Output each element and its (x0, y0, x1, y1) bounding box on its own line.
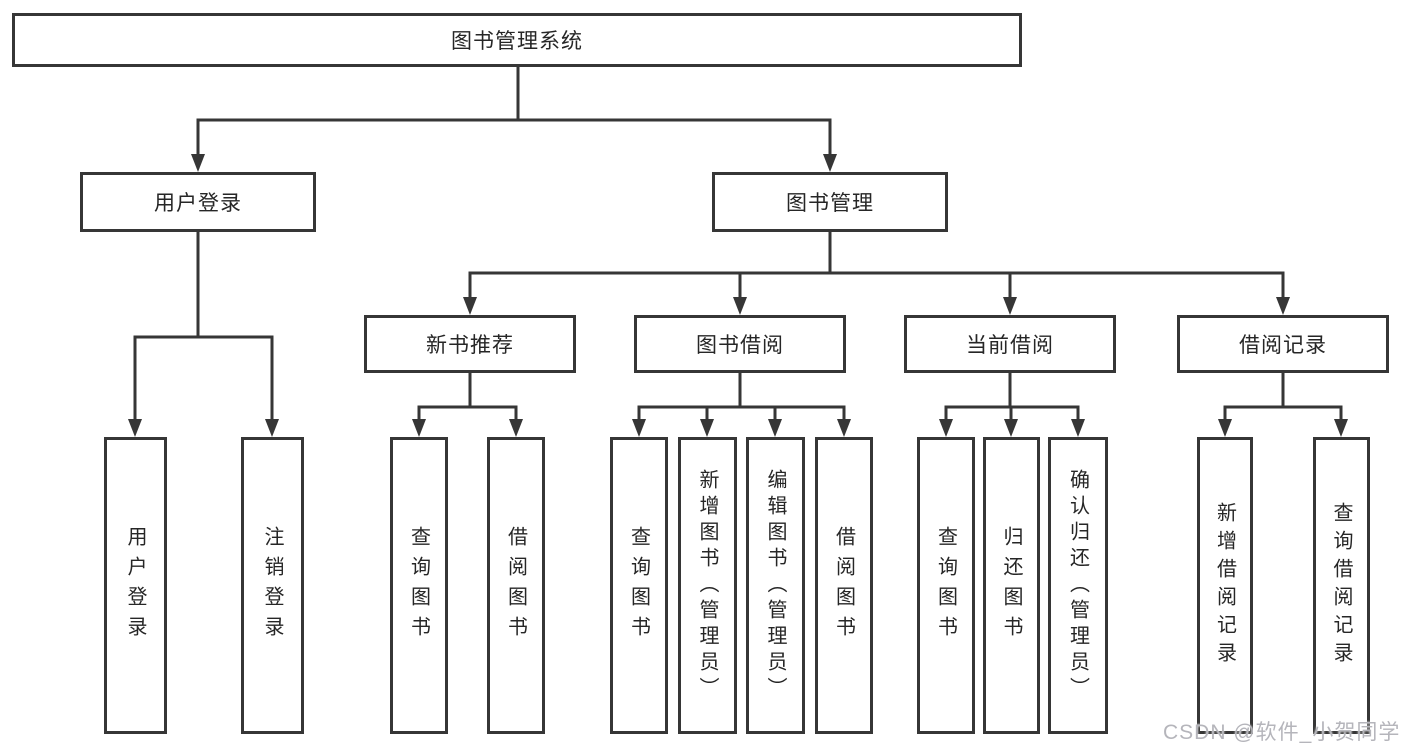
node-label: 当前借阅 (966, 334, 1054, 357)
node-label: 图书管理系统 (451, 30, 583, 53)
node-label: 图书借阅 (696, 334, 784, 357)
leaf-borrow-query: 查询图书 (610, 437, 668, 734)
watermark: CSDN @软件_小贺同学 (1163, 721, 1401, 744)
leaf-records-add: 新增借阅记录 (1197, 437, 1253, 734)
node-label: 借阅图书 (504, 525, 527, 646)
section-borrow-records: 借阅记录 (1177, 315, 1389, 373)
leaf-user-login: 用户登录 (104, 437, 167, 734)
node-label: 新增借阅记录 (1213, 501, 1236, 670)
leaf-current-confirm-admin: 确认归还（管理员） (1048, 437, 1108, 734)
section-new-book-recommend: 新书推荐 (364, 315, 576, 373)
node-label: 查询借阅记录 (1330, 501, 1352, 670)
node-label: 确认归还（管理员） (1066, 468, 1089, 703)
leaf-borrow-borrow: 借阅图书 (815, 437, 873, 734)
node-label: 用户登录 (154, 192, 242, 215)
node-label: 注销登录 (261, 525, 283, 646)
node-label: 查询图书 (934, 525, 957, 646)
node-label: 归还图书 (1000, 525, 1022, 646)
arrowhead-icons (128, 154, 1348, 437)
node-label: 查询图书 (627, 525, 650, 646)
section-book-borrow: 图书借阅 (634, 315, 846, 373)
leaf-borrow-edit-admin: 编辑图书（管理员） (746, 437, 805, 734)
leaf-current-return: 归还图书 (983, 437, 1040, 734)
leaf-current-query: 查询图书 (917, 437, 975, 734)
branch-book-management: 图书管理 (712, 172, 948, 232)
leaf-newbook-query: 查询图书 (390, 437, 448, 734)
node-label: 新增图书（管理员） (696, 468, 718, 703)
node-label: 用户登录 (124, 525, 146, 646)
leaf-logout: 注销登录 (241, 437, 304, 734)
node-label: 查询图书 (407, 525, 430, 646)
node-root: 图书管理系统 (12, 13, 1022, 67)
section-current-borrow: 当前借阅 (904, 315, 1116, 373)
node-label: 图书管理 (786, 192, 874, 215)
node-label: 借阅图书 (832, 525, 855, 646)
leaf-newbook-borrow: 借阅图书 (487, 437, 545, 734)
node-label: 新书推荐 (426, 334, 514, 357)
branch-user-login: 用户登录 (80, 172, 316, 232)
node-label: 借阅记录 (1239, 334, 1327, 357)
leaf-borrow-add-admin: 新增图书（管理员） (678, 437, 737, 734)
node-label: 编辑图书（管理员） (764, 468, 786, 703)
leaf-records-query: 查询借阅记录 (1313, 437, 1370, 734)
